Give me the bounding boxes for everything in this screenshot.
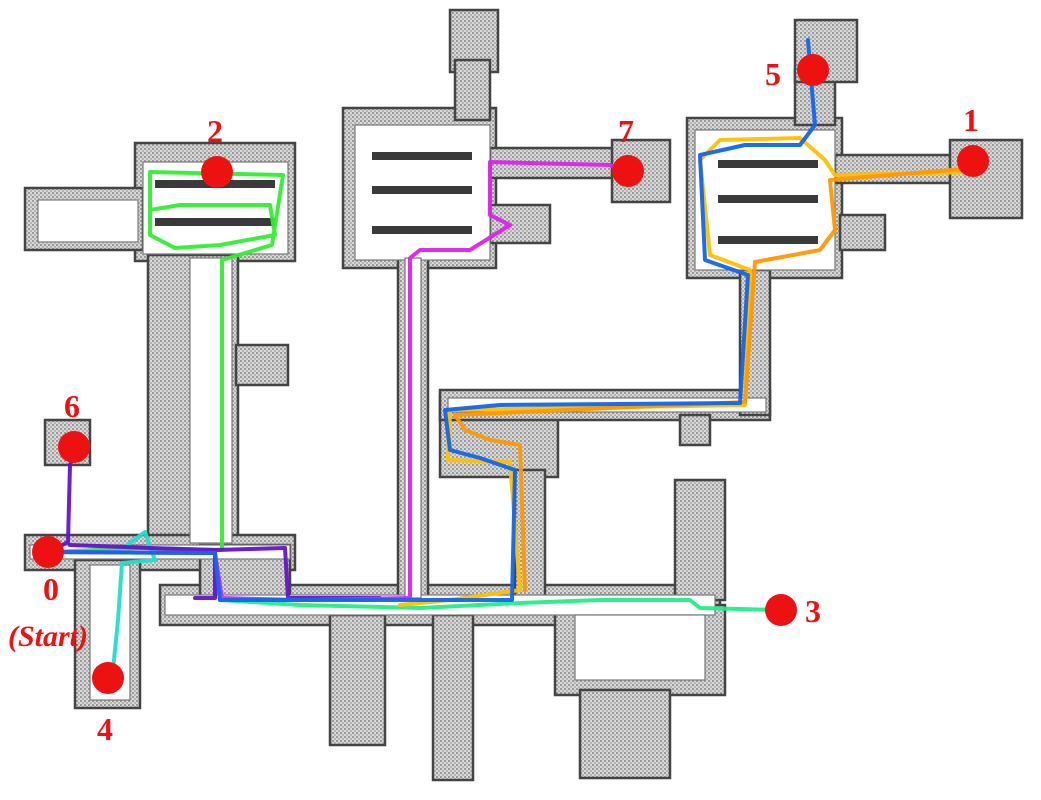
desk-central-a: [372, 152, 472, 160]
waypoint-2-marker[interactable]: [201, 156, 233, 188]
waypoint-5-marker[interactable]: [797, 54, 829, 86]
wall-stub-b: [431, 613, 475, 782]
wall-stub-a: [328, 613, 387, 747]
desk-right-c: [718, 236, 818, 244]
waypoint-2-label: 2: [207, 113, 223, 149]
waypoint-0-label: 0: [43, 571, 59, 607]
wall-niche-central: [488, 203, 552, 245]
waypoint-6-marker[interactable]: [58, 431, 90, 463]
wall-niche-right: [678, 413, 712, 447]
waypoint-3-label: 3: [805, 593, 821, 629]
trajectory-to-5: [48, 38, 817, 602]
floor-side-room-left: [37, 199, 139, 243]
waypoint-3-marker[interactable]: [765, 594, 797, 626]
trajectory-to-1-orange: [453, 166, 977, 592]
desk-central-c: [372, 226, 472, 234]
desk-right-a: [718, 160, 818, 168]
desk-room-2-b: [155, 218, 275, 226]
floor-corridor-left: [189, 257, 233, 544]
waypoint-0-sublabel: (Start): [8, 620, 88, 653]
wall-corridor-top: [453, 58, 492, 122]
trajectory-to-2: [48, 170, 285, 554]
waypoint-7-marker[interactable]: [612, 155, 644, 187]
waypoint-5-label: 5: [765, 56, 781, 92]
desk-central-b: [372, 186, 472, 194]
wall-stub-c: [578, 688, 672, 780]
wall-niche-right-lab: [838, 213, 887, 252]
waypoint-4-label: 4: [97, 711, 113, 747]
waypoint-6-label: 6: [64, 388, 80, 424]
floor-corridor-central: [404, 257, 422, 599]
wall-stub-d: [673, 478, 727, 602]
waypoint-1-label: 1: [963, 102, 979, 138]
floor-room-bottom-right: [574, 614, 706, 681]
waypoint-7-label: 7: [618, 113, 634, 149]
building-walls: [23, 8, 1024, 782]
wall-niche-left: [234, 343, 290, 387]
waypoint-4-marker[interactable]: [92, 662, 124, 694]
desk-right-b: [718, 195, 818, 203]
waypoint-0-marker[interactable]: [32, 536, 64, 568]
waypoint-1-marker[interactable]: [957, 145, 989, 177]
waypoints: 0 (Start) 1 2 3 4 5 6 7: [8, 54, 989, 747]
